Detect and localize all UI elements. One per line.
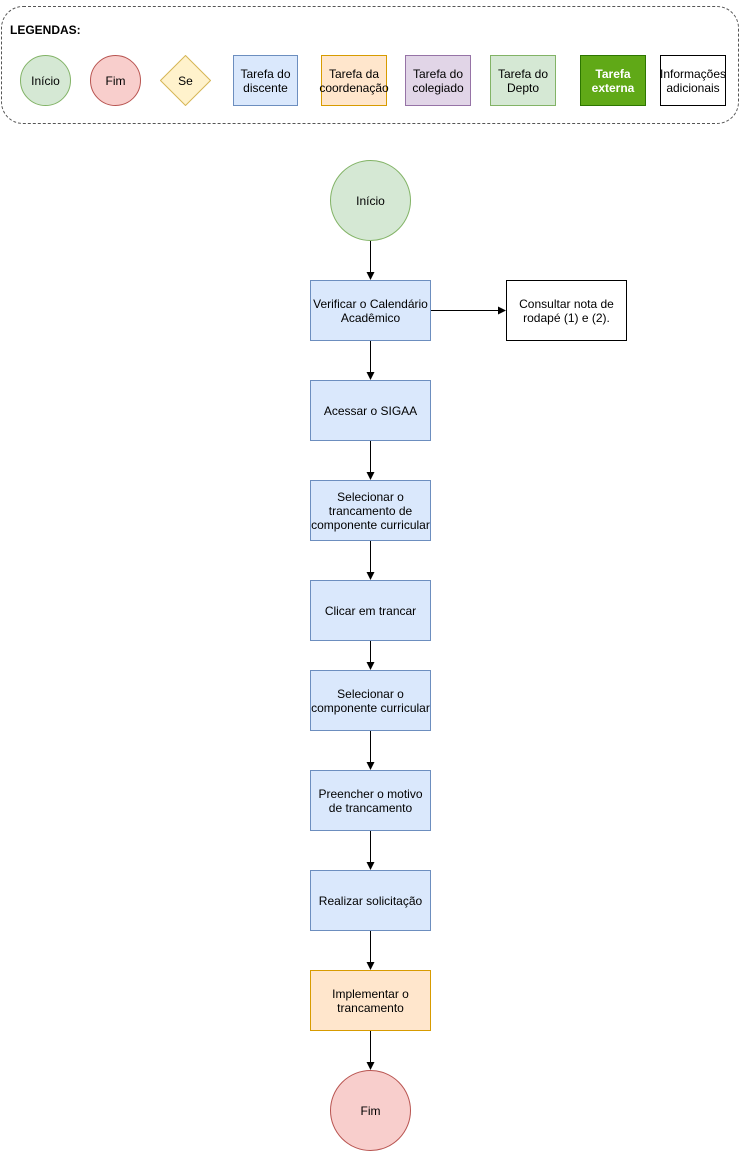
- task-check-academic-calendar: Verificar o Calendário Acadêmico: [310, 280, 431, 341]
- legend-end-node: Fim: [90, 55, 141, 106]
- legend-external-task: Tarefa externa: [580, 55, 646, 106]
- flow-start-node: Início: [330, 160, 411, 241]
- legend-department-task: Tarefa do Depto: [490, 55, 556, 106]
- task-submit-request: Realizar solicitação: [310, 870, 431, 931]
- diamond-shape: [159, 54, 212, 107]
- legend-panel: [1, 6, 739, 124]
- legend-title: LEGENDAS:: [10, 23, 81, 37]
- legend-coordination-task: Tarefa da coordenação: [319, 55, 389, 106]
- task-fill-reason: Preencher o motivo de trancamento: [310, 770, 431, 831]
- legend-decision-label: Se: [178, 73, 193, 88]
- legend-start-node: Início: [20, 55, 71, 106]
- flow-end-node: Fim: [330, 1070, 411, 1151]
- task-select-component: Selecionar o componente curricular: [310, 670, 431, 731]
- legend-collegiate-task: Tarefa do colegiado: [405, 55, 471, 106]
- legend-additional-info: Informações adicionais: [660, 55, 726, 106]
- legend-decision-node: Se: [159, 54, 212, 107]
- task-select-course-lock: Selecionar o trancamento de componente c…: [310, 480, 431, 541]
- legend-student-task: Tarefa do discente: [233, 55, 298, 106]
- task-implement-lock: Implementar o trancamento: [310, 970, 431, 1031]
- task-access-sigaa: Acessar o SIGAA: [310, 380, 431, 441]
- note-footnotes: Consultar nota de rodapé (1) e (2).: [506, 280, 627, 341]
- task-click-lock: Clicar em trancar: [310, 580, 431, 641]
